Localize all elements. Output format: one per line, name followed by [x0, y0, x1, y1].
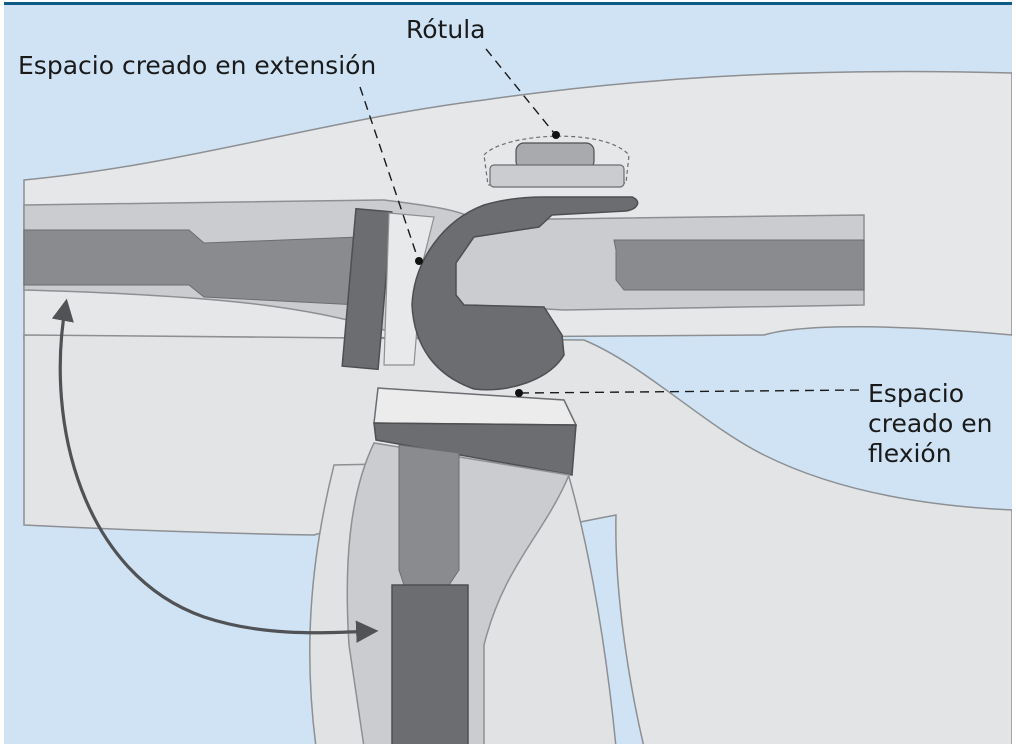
- diagram-frame: Rótula Espacio creado en extensión Espac…: [4, 2, 1012, 744]
- extension-dot: [415, 257, 423, 265]
- tibial-rod: [392, 585, 468, 744]
- flexion-gap-label: Espacio creado en flexión: [868, 379, 993, 469]
- patella-dot: [552, 131, 560, 139]
- patella-base: [490, 165, 624, 187]
- knee-illustration: [4, 5, 1012, 744]
- extension-gap-label: Espacio creado en extensión: [18, 51, 376, 81]
- flexion-gap-line-2: creado en: [868, 409, 993, 439]
- flexion-gap-line-1: Espacio: [868, 379, 993, 409]
- femur-canal-right: [614, 240, 864, 290]
- tibial-stem: [399, 445, 459, 585]
- flexion-dot: [515, 389, 523, 397]
- patella-label: Rótula: [406, 15, 485, 45]
- flexion-gap-line-3: flexión: [868, 439, 993, 469]
